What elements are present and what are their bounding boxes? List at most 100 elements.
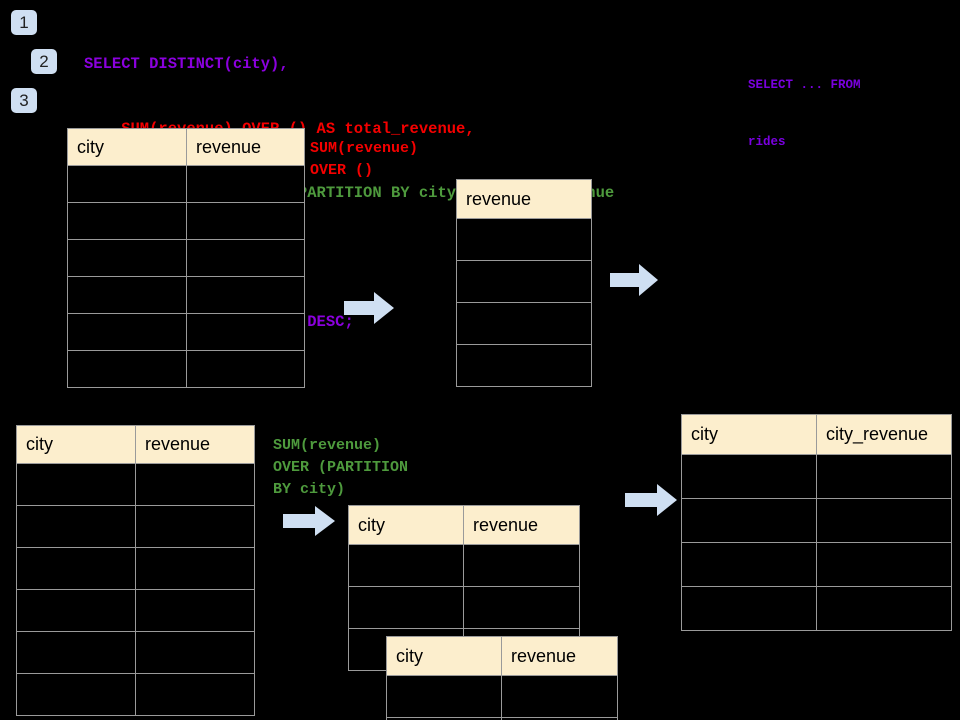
column-header-city: city xyxy=(67,128,187,166)
arrow-top-1-icon xyxy=(344,292,394,329)
table-cell xyxy=(186,239,305,277)
column-header-city: city xyxy=(386,636,502,676)
table-cell xyxy=(16,673,136,716)
table-cell xyxy=(135,673,255,716)
table-cell xyxy=(463,586,580,629)
table-cell xyxy=(463,544,580,587)
column-header-revenue: revenue xyxy=(456,179,592,219)
table-cell xyxy=(186,165,305,203)
table-cell xyxy=(816,586,952,631)
table-row xyxy=(456,260,592,303)
arrow-bottom-1-icon xyxy=(283,506,335,541)
table-header-row: city revenue xyxy=(348,505,580,545)
side-note-line-1: SELECT ... FROM xyxy=(748,78,861,92)
table-row xyxy=(67,165,305,203)
table-cell xyxy=(348,586,464,629)
side-note-line-2: rides xyxy=(748,135,786,149)
table-cell xyxy=(816,542,952,587)
table-row xyxy=(456,344,592,387)
table-source-top: city revenue xyxy=(67,128,305,388)
table-cell xyxy=(456,260,592,303)
table-cell xyxy=(67,313,187,351)
column-header-revenue: revenue xyxy=(501,636,618,676)
table-cell xyxy=(386,675,502,718)
table-header-row: revenue xyxy=(456,179,592,219)
table-cell xyxy=(67,202,187,240)
column-header-city: city xyxy=(16,425,136,464)
table-cell xyxy=(186,202,305,240)
table-partition-front: city revenue xyxy=(386,636,618,720)
arrow-top-2-icon xyxy=(610,264,658,301)
table-row xyxy=(67,239,305,277)
table-header-row: city revenue xyxy=(386,636,618,676)
table-cell xyxy=(67,350,187,388)
step-badge-1: 1 xyxy=(11,10,37,35)
table-cell xyxy=(681,586,817,631)
table-row xyxy=(456,218,592,261)
table-row xyxy=(681,542,952,587)
table-cell xyxy=(816,454,952,499)
table-row xyxy=(348,544,580,587)
table-row xyxy=(386,717,618,720)
table-row xyxy=(681,498,952,543)
step-badge-2: 2 xyxy=(31,49,57,74)
table-row xyxy=(16,547,255,590)
table-row xyxy=(16,589,255,632)
table-row xyxy=(16,631,255,674)
table-cell xyxy=(16,631,136,674)
table-header-row: city revenue xyxy=(67,128,305,166)
table-cell xyxy=(186,313,305,351)
table-cell xyxy=(681,454,817,499)
table-cell xyxy=(135,505,255,548)
table-cell xyxy=(681,498,817,543)
table-cell xyxy=(135,631,255,674)
column-header-city: city xyxy=(681,414,817,455)
sql-line-1: SELECT DISTINCT(city), xyxy=(84,55,289,73)
table-cell xyxy=(186,350,305,388)
column-header-revenue: revenue xyxy=(135,425,255,464)
table-row xyxy=(16,463,255,506)
table-cell xyxy=(681,542,817,587)
table-cell xyxy=(348,544,464,587)
table-row xyxy=(67,276,305,314)
table-row xyxy=(67,313,305,351)
table-row xyxy=(681,586,952,631)
table-cell xyxy=(456,344,592,387)
table-cell xyxy=(16,463,136,506)
table-row xyxy=(348,586,580,629)
table-cell xyxy=(135,589,255,632)
table-result: city city_revenue xyxy=(681,414,952,631)
table-row xyxy=(456,302,592,345)
table-row xyxy=(16,673,255,716)
arrow-bottom-2-icon xyxy=(625,484,677,521)
table-row xyxy=(67,202,305,240)
table-cell xyxy=(456,302,592,345)
step-badge-3: 3 xyxy=(11,88,37,113)
table-partition-back: city revenue xyxy=(348,505,580,671)
table-cell xyxy=(16,547,136,590)
side-note-select-from: SELECT ... FROM rides xyxy=(748,38,861,190)
annotation-over-empty: SUM(revenue) OVER () xyxy=(310,140,419,179)
table-cell xyxy=(67,276,187,314)
table-cell xyxy=(816,498,952,543)
table-header-row: city revenue xyxy=(16,425,255,464)
annotation-over-partition: SUM(revenue) OVER (PARTITION BY city) xyxy=(273,437,409,498)
table-total-revenue: revenue xyxy=(456,179,592,387)
table-row xyxy=(67,350,305,388)
table-cell xyxy=(501,675,618,718)
column-header-city-revenue: city_revenue xyxy=(816,414,952,455)
table-cell xyxy=(501,717,618,720)
table-header-row: city city_revenue xyxy=(681,414,952,455)
table-cell xyxy=(135,547,255,590)
column-header-revenue: revenue xyxy=(186,128,305,166)
table-cell xyxy=(67,239,187,277)
table-cell xyxy=(16,505,136,548)
table-cell xyxy=(456,218,592,261)
table-row xyxy=(16,505,255,548)
column-header-city: city xyxy=(348,505,464,545)
table-cell xyxy=(135,463,255,506)
table-row xyxy=(681,454,952,499)
table-cell xyxy=(67,165,187,203)
table-cell xyxy=(16,589,136,632)
